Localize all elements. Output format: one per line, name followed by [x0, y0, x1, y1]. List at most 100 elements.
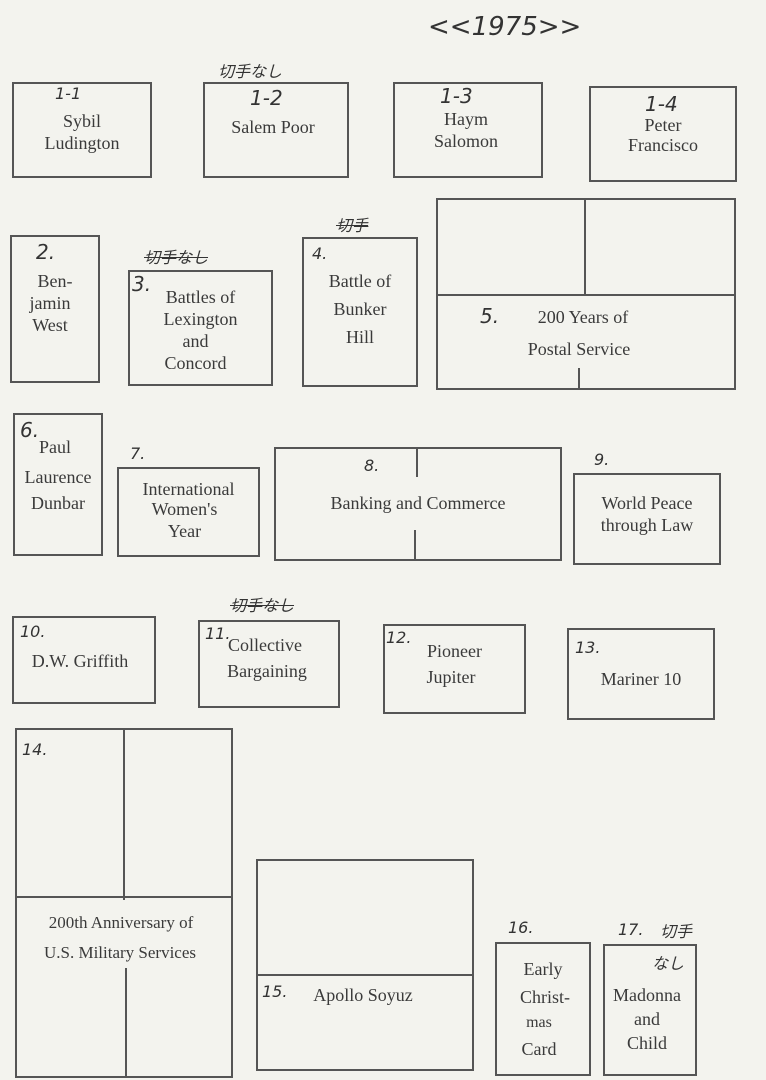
- stamp-name: Early: [523, 959, 563, 979]
- stamp-name: Concord: [164, 353, 227, 373]
- stamp-name: Peter: [644, 115, 682, 135]
- divider: [125, 968, 127, 1076]
- stamp-name: Bunker: [333, 299, 387, 319]
- stamp-name: World Peace: [601, 493, 693, 513]
- stamp-name: 200 Years of: [537, 307, 629, 327]
- divider: [258, 974, 472, 976]
- stamp-name: Lexington: [163, 309, 238, 329]
- stamp-number: 15.: [262, 982, 288, 1001]
- year-title: <<1975>>: [428, 12, 582, 42]
- stamp-box-10: [12, 616, 156, 704]
- stamp-name: U.S. Military Services: [43, 943, 197, 962]
- stamp-number: 14.: [22, 740, 48, 759]
- stamp-name: Battles of: [165, 287, 236, 307]
- note-stamp-4: 切手: [336, 216, 369, 235]
- divider: [17, 896, 231, 898]
- stamp-name: Salomon: [433, 131, 498, 151]
- stamp-box-9: [573, 473, 721, 565]
- stamp-number: 2.: [36, 240, 56, 264]
- stamp-number: 8.: [364, 456, 380, 475]
- stamp-number: 12.: [386, 628, 412, 647]
- note-stamp-17: 切手: [660, 922, 693, 941]
- stamp-name: D.W. Griffith: [31, 651, 129, 671]
- stamp-name: Sybil: [62, 111, 101, 131]
- stamp-name: mas: [526, 1014, 552, 1031]
- stamp-number: 1-4: [645, 92, 678, 116]
- stamp-box-12: [383, 624, 526, 714]
- stamp-name: Battle of: [328, 271, 392, 291]
- stamp-name: Dunbar: [31, 493, 85, 513]
- stamp-number: 10.: [20, 622, 46, 641]
- stamp-name: International: [142, 479, 235, 499]
- stamp-box-16: [495, 942, 591, 1076]
- divider: [578, 368, 580, 388]
- stamp-number: 9.: [594, 450, 610, 469]
- stamp-name: Bargaining: [227, 661, 307, 681]
- divider: [123, 730, 125, 900]
- stamp-box-13: [567, 628, 715, 720]
- divider: [438, 294, 734, 296]
- stamp-number: 7.: [130, 444, 146, 463]
- stamp-name: Paul: [38, 437, 71, 457]
- stamp-name: Jupiter: [426, 667, 476, 687]
- stamp-name: Apollo Soyuz: [313, 985, 413, 1005]
- stamp-number: 4.: [312, 244, 328, 263]
- stamp-box-11: [198, 620, 340, 708]
- stamp-box-1-1: [12, 82, 152, 178]
- stamp-number: 11.: [205, 624, 231, 643]
- stamp-box-17: [603, 944, 697, 1076]
- stamp-name: Ben-: [37, 271, 73, 291]
- stamp-name: Laurence: [24, 467, 92, 487]
- stamp-name: Hill: [345, 327, 374, 347]
- divider: [414, 530, 416, 559]
- stamp-box-1-4: [589, 86, 737, 182]
- note-no-stamp-3: 切手なし: [144, 248, 209, 267]
- stamp-name: Banking and Commerce: [330, 493, 506, 513]
- stamp-number: 5.: [480, 304, 500, 328]
- divider: [584, 200, 586, 294]
- stamp-name: Francisco: [628, 135, 698, 155]
- stamp-name: Card: [521, 1039, 557, 1059]
- stamp-name: Women's: [151, 499, 218, 519]
- stamp-name: through Law: [600, 515, 694, 535]
- stamp-box-5: [436, 198, 736, 390]
- stamp-name: Christ-: [519, 987, 570, 1007]
- stamp-name: jamin: [29, 293, 71, 313]
- stamp-number: 17.: [618, 920, 644, 939]
- stamp-number: 1-2: [250, 86, 283, 110]
- stamp-box-3: [128, 270, 273, 386]
- stamp-name: Collective: [228, 635, 302, 655]
- stamp-name: Year: [167, 521, 202, 541]
- stamp-number: 3.: [132, 272, 152, 296]
- stamp-name: Salem Poor: [231, 117, 315, 137]
- stamp-box-15: [256, 859, 474, 1071]
- stamp-name: Mariner 10: [600, 669, 682, 689]
- stamp-name: and: [182, 331, 209, 351]
- stamp-box-2: [10, 235, 100, 383]
- stamp-number: 6.: [20, 418, 40, 442]
- stamp-name: Madonna: [613, 985, 681, 1005]
- stamp-number: 16.: [508, 918, 534, 937]
- stamp-box-14: [15, 728, 233, 1078]
- stamp-box-6: [13, 413, 103, 556]
- divider: [416, 449, 418, 477]
- note-none-17: なし: [652, 954, 685, 973]
- stamp-box-7: [117, 467, 260, 557]
- stamp-name: Child: [626, 1033, 667, 1053]
- stamp-name: West: [32, 315, 68, 335]
- stamp-number: 1-1: [55, 84, 82, 103]
- stamp-name: Ludington: [44, 133, 120, 153]
- note-no-stamp-1-2: 切手なし: [218, 62, 283, 81]
- stamp-name: Haym: [444, 109, 488, 129]
- stamp-box-1-3: [393, 82, 543, 178]
- stamp-name: and: [634, 1009, 660, 1029]
- note-no-stamp-11: 切手なし: [230, 596, 295, 615]
- stamp-name: 200th Anniversary of: [48, 913, 194, 932]
- stamp-name: Postal Service: [527, 339, 631, 359]
- stamp-box-4: [302, 237, 418, 387]
- stamp-box-8: [274, 447, 562, 561]
- stamp-number: 13.: [575, 638, 601, 657]
- stamp-box-1-2: [203, 82, 349, 178]
- stamp-name: Pioneer: [427, 641, 482, 661]
- stamp-number: 1-3: [440, 84, 473, 108]
